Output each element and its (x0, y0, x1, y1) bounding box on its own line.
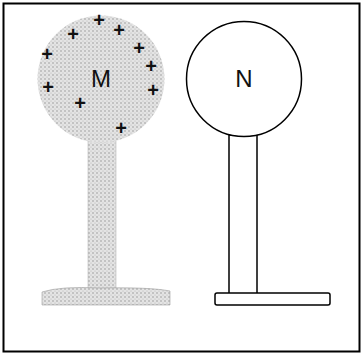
charge-sign: + (41, 44, 53, 64)
sphere-label: N (235, 67, 252, 91)
charge-sign: + (115, 118, 127, 138)
stand (88, 138, 116, 290)
charge-sign: + (147, 80, 159, 100)
frame (4, 4, 360, 352)
charge-sign: + (133, 38, 145, 58)
stand (229, 135, 257, 294)
charge-sign: + (67, 24, 79, 44)
charge-sign: + (145, 56, 157, 76)
base (42, 288, 170, 306)
sphere-label: M (91, 67, 111, 91)
base (215, 293, 330, 305)
charge-sign: + (74, 93, 86, 113)
charged-sphere: M (36, 14, 166, 144)
charge-sign: + (93, 10, 105, 30)
charge-sign: + (42, 77, 54, 97)
charge-sign: + (113, 20, 125, 40)
neutral-sphere: N (185, 20, 303, 138)
